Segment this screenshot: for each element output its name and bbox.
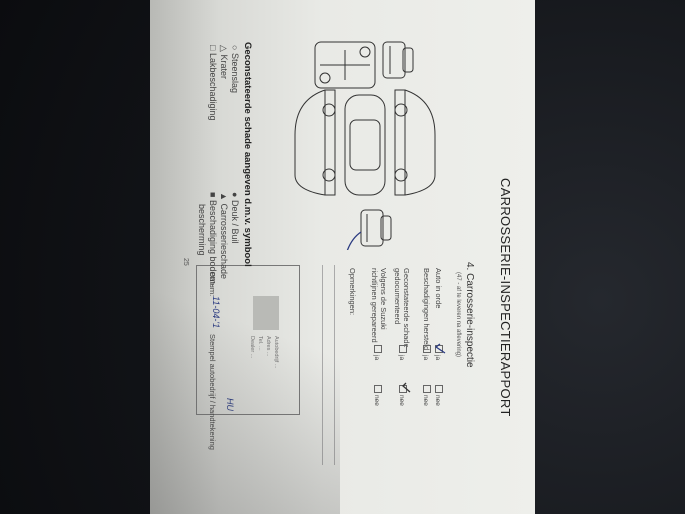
- stamp-line: Dealer ...: [249, 336, 255, 359]
- check-label: gedocumenteerd: [393, 268, 402, 325]
- car-left-side-view: [394, 89, 436, 196]
- legend-label: Krater: [219, 54, 229, 79]
- legend-label: Steenslag: [230, 52, 240, 93]
- stamp-line: Tel. ...: [257, 336, 263, 351]
- body-damage-symbol: ▲: [219, 192, 229, 201]
- section-subtitle: (47 - af te leveren na aflevering): [455, 272, 461, 358]
- stone-chip-symbol: ○: [230, 45, 240, 51]
- car-diagrams: [294, 41, 436, 250]
- page-number: 25: [182, 258, 189, 266]
- legend-label: Beschadiging bodem-: [208, 199, 218, 288]
- check-label: Geconstateerde schade: [402, 268, 411, 348]
- remarks-line[interactable]: [334, 265, 335, 465]
- car-underbody-view: [314, 41, 376, 89]
- handwritten-checkmarks: [402, 343, 446, 393]
- car-top-view: [344, 94, 386, 196]
- legend-label: bescherming: [197, 204, 207, 256]
- check-label: Auto in orde: [434, 268, 443, 309]
- underbody-damage-symbol: ■: [208, 192, 218, 198]
- dealer-stamp-logo: [253, 296, 279, 330]
- check-label: richtlijnen gerepareerd: [370, 268, 379, 343]
- dent-symbol: ●: [230, 192, 240, 198]
- stamp-box: Autobedrijf ... Adres ... Tel. ... Deale…: [196, 265, 300, 450]
- stamp-line: Adres ...: [265, 336, 271, 357]
- page-content: CARROSSERIE-INSPECTIERAPPORT 4. Carrosse…: [150, 0, 535, 514]
- car-right-side-view: [294, 89, 336, 196]
- checkbox-nee[interactable]: nee: [373, 385, 382, 406]
- document-page: CARROSSERIE-INSPECTIERAPPORT 4. Carrosse…: [150, 0, 535, 514]
- remarks-line[interactable]: [322, 265, 323, 465]
- signature-label: Stempel autobedrijf / handtekening: [208, 334, 217, 450]
- legend-label: Lakbeschadiging: [208, 52, 218, 121]
- legend-label: Deuk / Buil: [230, 199, 240, 244]
- date-value: 11-04-'1: [211, 296, 221, 329]
- car-rear-view: [360, 209, 392, 247]
- check-label: Volgens de Suzuki: [379, 268, 388, 330]
- crater-symbol: △: [219, 45, 229, 52]
- signature-initials: HU: [225, 398, 235, 411]
- checkbox-ja[interactable]: ja: [373, 345, 382, 360]
- section-title: 4. Carrosserie-inspectie: [464, 262, 475, 368]
- legend-label: Carrosserieschade: [219, 203, 229, 279]
- handwritten-damage-marker: [342, 231, 362, 250]
- legend-title: Geconstateerde schade aangeven d.m.v. sy…: [242, 42, 253, 267]
- car-front-view: [382, 41, 414, 79]
- remarks-label: Opmerkingen:: [348, 268, 357, 316]
- stamp-line: Autobedrijf ...: [273, 336, 279, 369]
- paint-damage-symbol: □: [208, 45, 218, 51]
- page-title: CARROSSERIE-INSPECTIERAPPORT: [498, 178, 513, 417]
